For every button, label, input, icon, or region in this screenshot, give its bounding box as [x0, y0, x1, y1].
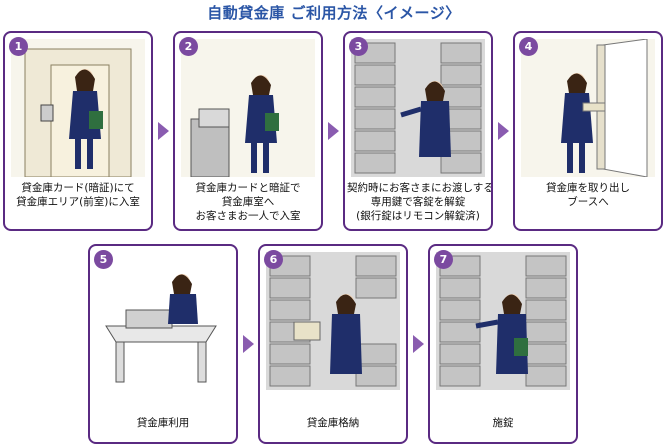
- next-arrow-icon: [243, 335, 254, 353]
- person-at-terminal-icon: [181, 39, 315, 177]
- caption-line: 専用鍵で客錠を解錠: [370, 196, 466, 208]
- step-number: 5: [94, 250, 113, 269]
- step-6-card: 6 貸金庫格納: [258, 244, 408, 444]
- person-storing-box-icon: [266, 252, 400, 390]
- page-title: 自動貸金庫 ご利用方法〈イメージ〉: [207, 4, 461, 22]
- caption-line: 貸金庫利用: [136, 417, 190, 429]
- step-number: 6: [264, 250, 283, 269]
- caption-line: 施錠: [492, 417, 514, 429]
- caption-line: 貸金庫カードと暗証で: [195, 182, 301, 194]
- person-locking-box-icon: [436, 252, 570, 390]
- caption-line: ブースへ: [567, 196, 609, 208]
- next-arrow-icon: [158, 122, 169, 140]
- step-number: 2: [179, 37, 198, 56]
- next-arrow-icon: [498, 122, 509, 140]
- step-number: 7: [434, 250, 453, 269]
- step-number: 4: [519, 37, 538, 56]
- person-at-booth-icon: [96, 252, 230, 390]
- step-1-caption: 貸金庫カード(暗証)にて 貸金庫エリア(前室)に入室: [7, 181, 149, 209]
- step-3-card: 3 契約時にお客さまにお渡しする 専用鍵で客錠を解錠 (銀行錠はリモコン解錠済): [343, 31, 493, 231]
- step-2-card: 2 貸金庫カードと暗証で 貸金庫室へ お客さまお一人で入室: [173, 31, 323, 231]
- caption-line: 貸金庫カード(暗証)にて: [21, 182, 135, 194]
- step-number: 3: [349, 37, 368, 56]
- caption-line: 契約時にお客さまにお渡しする: [347, 182, 493, 194]
- step-2-caption: 貸金庫カードと暗証で 貸金庫室へ お客さまお一人で入室: [177, 181, 319, 223]
- caption-line: 貸金庫格納: [306, 417, 360, 429]
- step-4-caption: 貸金庫を取り出し ブースへ: [517, 181, 659, 209]
- caption-line: 貸金庫を取り出し: [546, 182, 630, 194]
- caption-line: (銀行錠はリモコン解錠済): [356, 210, 480, 222]
- step-6-caption: 貸金庫格納: [262, 416, 404, 430]
- caption-line: 貸金庫エリア(前室)に入室: [16, 196, 140, 208]
- step-3-caption: 契約時にお客さまにお渡しする 専用鍵で客錠を解錠 (銀行錠はリモコン解錠済): [347, 181, 493, 223]
- step-7-caption: 施錠: [432, 416, 574, 430]
- next-arrow-icon: [328, 122, 339, 140]
- step-5-card: 5 貸金庫利用: [88, 244, 238, 444]
- person-carrying-box-icon: [521, 39, 655, 177]
- step-5-caption: 貸金庫利用: [92, 416, 234, 430]
- caption-line: 貸金庫室へ: [221, 196, 275, 208]
- step-7-card: 7 施錠: [428, 244, 578, 444]
- step-1-card: 1 貸金庫カード(暗証)にて 貸金庫エリア(前室)に入室: [3, 31, 153, 231]
- step-number: 1: [9, 37, 28, 56]
- person-unlocking-box-icon: [351, 39, 485, 177]
- step-4-card: 4 貸金庫を取り出し ブースへ: [513, 31, 663, 231]
- caption-line: お客さまお一人で入室: [195, 210, 301, 222]
- next-arrow-icon: [413, 335, 424, 353]
- person-entering-door-icon: [11, 39, 145, 177]
